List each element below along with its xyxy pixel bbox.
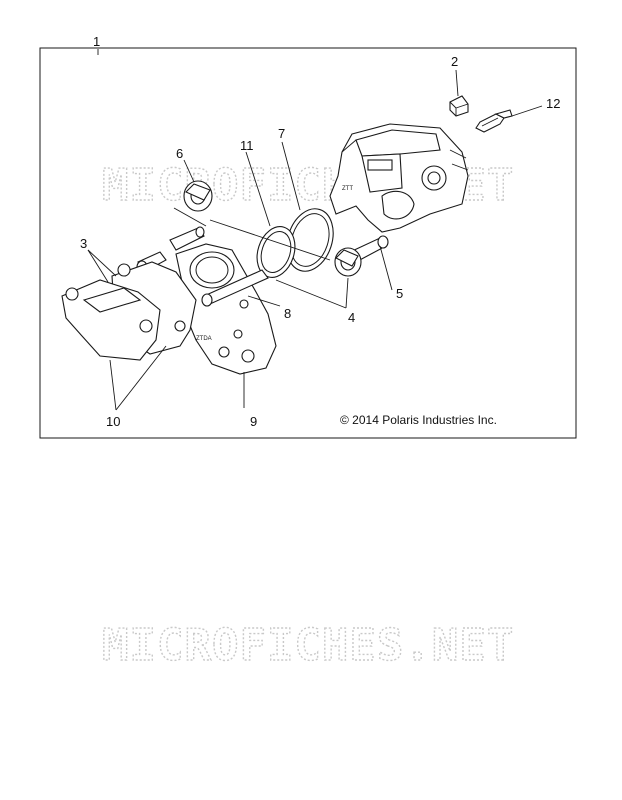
callout-3: 3 bbox=[80, 236, 87, 251]
callout-5: 5 bbox=[396, 286, 403, 301]
callout-12: 12 bbox=[546, 96, 560, 111]
callout-2: 2 bbox=[451, 54, 458, 69]
callout-8: 8 bbox=[284, 306, 291, 321]
pin-boot-left-part-6 bbox=[183, 180, 213, 212]
bleeder-cap-part-2 bbox=[449, 95, 469, 117]
bleeder-screw-part-12 bbox=[475, 109, 513, 133]
bracket-pin-part-8 bbox=[201, 269, 269, 307]
svg-text:ZTT: ZTT bbox=[342, 186, 353, 192]
callout-4: 4 bbox=[348, 310, 355, 325]
diagram-frame bbox=[39, 47, 577, 439]
callout-9: 9 bbox=[250, 414, 257, 429]
caliper-body: ZTT bbox=[329, 123, 469, 233]
dust-seal-part-11 bbox=[256, 226, 296, 278]
callout-labels: 1 2 3 4 5 6 7 8 9 10 11 12 bbox=[80, 34, 560, 429]
caliper-bracket-part-9: ZTDA bbox=[175, 243, 277, 375]
svg-text:ZTDA: ZTDA bbox=[196, 336, 212, 342]
leader-lines bbox=[87, 49, 543, 411]
callout-11: 11 bbox=[240, 138, 254, 153]
pin-boot-right-part-4 bbox=[334, 247, 362, 277]
piston-seal-part-7 bbox=[286, 208, 334, 272]
copyright-notice: © 2014 Polaris Industries Inc. bbox=[340, 413, 497, 427]
watermark-bottom: MICROFICHES.NET bbox=[102, 620, 514, 671]
callout-7: 7 bbox=[278, 126, 285, 141]
callout-10: 10 bbox=[106, 414, 120, 429]
callout-6: 6 bbox=[176, 146, 183, 161]
brake-pad-outer-part-10 bbox=[61, 279, 161, 361]
callout-1: 1 bbox=[93, 34, 100, 49]
